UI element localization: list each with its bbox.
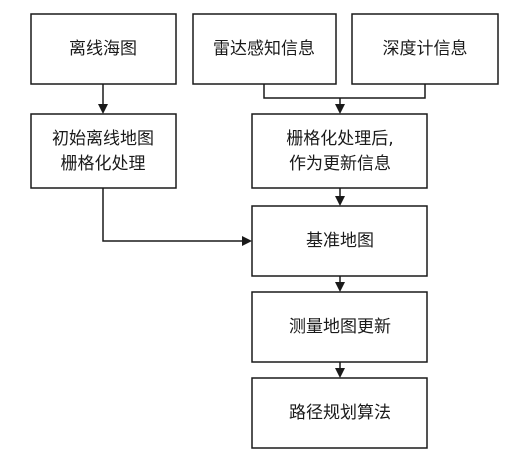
arrowhead-merge-to-raster-update (335, 104, 345, 114)
node-offline-raster-line1: 初始离线地图 (52, 129, 154, 149)
arrowhead-base-to-measure (335, 282, 345, 292)
node-path-planning-label: 路径规划算法 (289, 403, 391, 423)
node-raster-update: 栅格化处理后, 作为更新信息 (251, 113, 428, 189)
node-path-planning: 路径规划算法 (251, 377, 428, 449)
arrowhead-measure-to-path (335, 368, 345, 378)
node-raster-update-line1: 栅格化处理后, (286, 129, 393, 149)
node-depth-info: 深度计信息 (351, 13, 499, 85)
arrowhead-offline-chart-to-raster (98, 104, 108, 114)
node-offline-raster-line2: 栅格化处理 (61, 154, 146, 174)
node-depth-info-label: 深度计信息 (383, 39, 468, 59)
node-measure-update: 测量地图更新 (251, 291, 428, 363)
connector-radar-depth-merge (263, 84, 426, 99)
connector-offline-raster-to-base (102, 188, 242, 242)
node-radar-info: 雷达感知信息 (192, 13, 337, 85)
node-offline-raster: 初始离线地图 栅格化处理 (30, 113, 177, 189)
node-base-map: 基准地图 (251, 205, 428, 277)
node-offline-chart-label: 离线海图 (69, 39, 137, 59)
node-offline-chart: 离线海图 (30, 13, 177, 85)
node-measure-update-label: 测量地图更新 (289, 317, 391, 337)
arrowhead-offline-raster-to-base (242, 236, 252, 246)
arrowhead-raster-update-to-base (335, 196, 345, 206)
node-radar-info-label: 雷达感知信息 (213, 39, 315, 59)
node-base-map-label: 基准地图 (306, 231, 374, 251)
node-raster-update-line2: 作为更新信息 (289, 154, 391, 174)
connectors (98, 84, 426, 378)
